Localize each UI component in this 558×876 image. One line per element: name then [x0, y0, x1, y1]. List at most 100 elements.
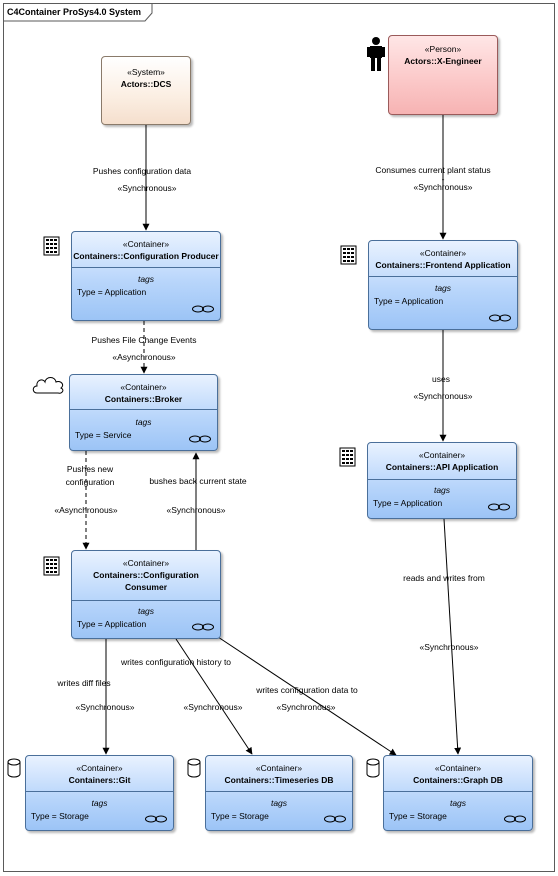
relation-mode-engineer-frontend: «Synchronous»: [413, 182, 473, 192]
node-divider: [70, 409, 217, 410]
link-icon: [145, 815, 167, 823]
building-icon: [43, 236, 60, 256]
node-divider: [72, 267, 220, 268]
node-configuration-producer[interactable]: «Container» Containers::Configuration Pr…: [71, 231, 221, 321]
node-tags-heading: tags: [137, 606, 155, 616]
node-tags-heading: tags: [449, 798, 467, 808]
node-broker[interactable]: «Container» Containers::Broker tags Type…: [69, 374, 218, 451]
relation-dash-engineer-frontend: -: [441, 174, 445, 184]
node-x-engineer[interactable]: «Person» Actors::X-Engineer: [388, 35, 498, 115]
node-divider: [369, 276, 517, 277]
relation-label-api-graphdb: reads and writes from: [403, 573, 485, 583]
node-name: Actors::DCS: [120, 79, 172, 89]
cloud-icon: [32, 377, 64, 394]
node-type: Type = Application: [374, 296, 444, 306]
relation-label2-broker-consumer: configuration: [65, 477, 115, 487]
node-stereotype: «System»: [127, 67, 165, 77]
arrow-consumer-to-tsdb[interactable]: [175, 638, 253, 755]
node-tags-heading: tags: [91, 798, 108, 808]
node-divider: [368, 479, 516, 480]
link-icon: [189, 435, 211, 443]
node-stereotype: «Container»: [418, 450, 466, 460]
node-name-line1: Containers::Configuration: [93, 570, 199, 580]
node-git[interactable]: «Container» Containers::Git tags Type = …: [25, 755, 174, 831]
node-name: Containers::Configuration Producer: [73, 251, 219, 261]
node-name: Containers::Graph DB: [413, 775, 503, 785]
node-api-application[interactable]: «Container» Containers::API Application …: [367, 442, 517, 519]
relation-mode-frontend-api: «Synchronous»: [413, 391, 473, 401]
node-frontend-application[interactable]: «Container» Containers::Frontend Applica…: [368, 240, 518, 330]
node-stereotype: «Container»: [434, 763, 482, 773]
link-icon: [192, 623, 214, 631]
node-tags-heading: tags: [434, 283, 452, 293]
relation-mode-broker-consumer: «Asynchronous»: [54, 505, 118, 515]
relation-mode-dcs-producer: «Synchronous»: [117, 183, 177, 193]
arrow-consumer-to-graphdb[interactable]: [217, 636, 397, 756]
building-icon: [339, 447, 356, 467]
node-divider: [206, 791, 352, 792]
link-icon: [324, 815, 346, 823]
node-tags-heading: tags: [270, 798, 288, 808]
node-type: Type = Application: [77, 619, 147, 629]
node-name: Containers::Timeseries DB: [224, 775, 334, 785]
link-icon: [504, 815, 526, 823]
relation-mode-producer-broker: «Asynchronous»: [112, 352, 176, 362]
node-configuration-consumer[interactable]: «Container» Containers::Configuration Co…: [71, 550, 221, 639]
node-name: Containers::Broker: [104, 394, 183, 404]
relation-label-frontend-api: uses: [432, 374, 450, 384]
database-icon: [366, 758, 380, 778]
node-stereotype: «Container»: [255, 763, 303, 773]
relation-label-consumer-graphdb: writes configuration data to: [256, 685, 358, 695]
node-dcs[interactable]: «System» Actors::DCS: [101, 56, 191, 125]
arrow-api-to-graphdb[interactable]: [443, 518, 462, 755]
relation-label1-broker-consumer: Pushes new: [66, 464, 114, 474]
title-tab-shape: [3, 3, 153, 22]
relation-mode-consumer-tsdb: «Synchronous»: [183, 702, 243, 712]
node-name: Containers::Git: [68, 775, 131, 785]
node-divider: [72, 600, 220, 601]
link-icon: [488, 503, 510, 511]
node-divider: [26, 791, 173, 792]
relation-mode-consumer-broker: «Synchronous»: [166, 505, 226, 515]
database-icon: [7, 758, 21, 778]
diagram-title: C4Container ProSys4.0 System: [7, 7, 142, 17]
node-type: Type = Application: [373, 498, 443, 508]
node-graph-db[interactable]: «Container» Containers::Graph DB tags Ty…: [383, 755, 533, 831]
database-icon: [187, 758, 201, 778]
node-name-line2: Consumer: [124, 582, 168, 592]
node-type: Type = Storage: [389, 811, 447, 821]
node-stereotype: «Container»: [122, 558, 170, 568]
relation-label-consumer-git: writes diff files: [57, 678, 111, 688]
node-tags-heading: tags: [135, 417, 152, 427]
relation-label-consumer-tsdb: writes configuration history to: [120, 657, 232, 667]
node-type: Type = Storage: [211, 811, 269, 821]
relation-label-producer-broker: Pushes File Change Events: [91, 335, 197, 345]
link-icon: [489, 314, 511, 322]
node-type: Type = Service: [75, 430, 132, 440]
node-type: Type = Storage: [31, 811, 89, 821]
relation-label-engineer-frontend: Consumes current plant status: [375, 165, 491, 175]
node-type: Type = Application: [77, 287, 147, 297]
person-icon: [367, 37, 385, 71]
node-stereotype: «Person»: [424, 44, 462, 54]
node-name: Containers::API Application: [385, 462, 499, 472]
building-icon: [43, 556, 60, 576]
node-tags-heading: tags: [433, 485, 451, 495]
node-stereotype: «Container»: [122, 239, 170, 249]
node-name: Containers::Frontend Application: [375, 260, 511, 270]
node-stereotype: «Container»: [76, 763, 123, 773]
node-stereotype: «Container»: [419, 248, 467, 258]
node-timeseries-db[interactable]: «Container» Containers::Timeseries DB ta…: [205, 755, 353, 831]
node-name: Actors::X-Engineer: [404, 56, 482, 66]
link-icon: [192, 305, 214, 313]
relation-mode-consumer-git: «Synchronous»: [75, 702, 135, 712]
relation-label-consumer-broker: bushes back current state: [149, 476, 247, 486]
node-tags-heading: tags: [137, 274, 155, 284]
node-divider: [384, 791, 532, 792]
node-stereotype: «Container»: [120, 382, 167, 392]
relation-label-dcs-producer: Pushes configuration data: [92, 166, 192, 176]
relation-mode-consumer-graphdb: «Synchronous»: [276, 702, 336, 712]
building-icon: [340, 245, 357, 265]
relation-mode-api-graphdb: «Synchronous»: [419, 642, 479, 652]
